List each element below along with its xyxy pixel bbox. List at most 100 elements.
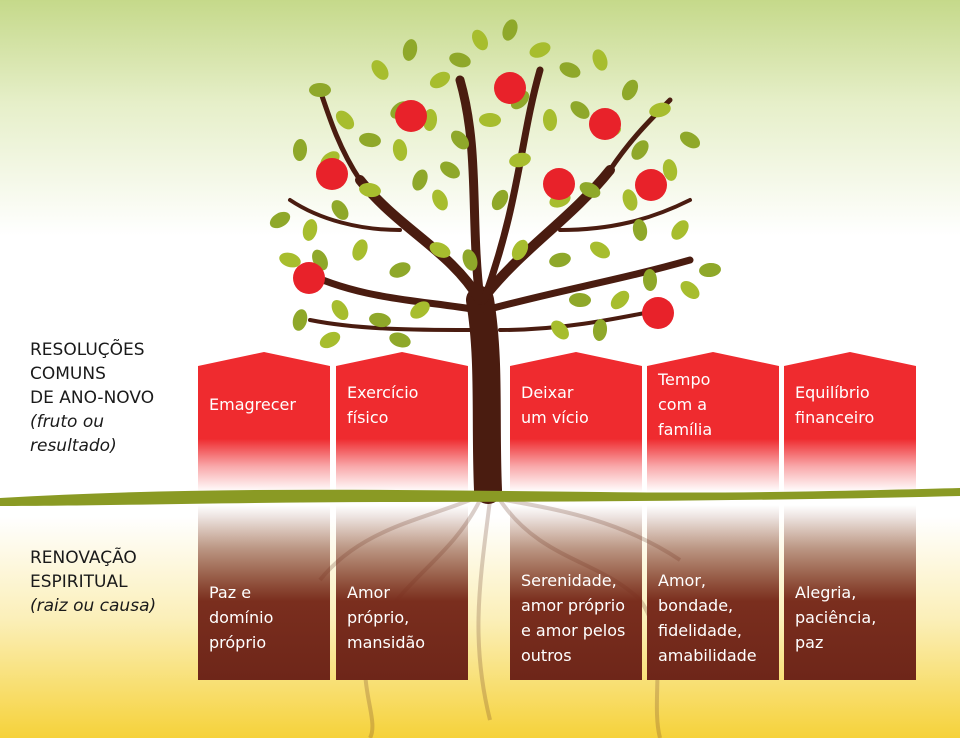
- apple-icon: [293, 262, 325, 294]
- leaf-icon: [429, 71, 451, 89]
- leaf-icon: [622, 189, 638, 211]
- fruit-section-label: RESOLUÇÕES COMUNS DE ANO-NOVO (fruto ou …: [30, 338, 154, 458]
- leaf-icon: [302, 219, 318, 241]
- leaf-icon: [279, 252, 301, 268]
- apple-icon: [589, 108, 621, 140]
- leaf-icon: [699, 262, 721, 278]
- leaf-icon: [309, 83, 331, 97]
- text-line: financeiro: [795, 407, 875, 427]
- leaf-icon: [331, 200, 349, 220]
- leaf-icon: [371, 60, 389, 80]
- leaf-icon: [462, 249, 478, 271]
- leaf-icon: [592, 319, 608, 341]
- leaf-icon: [569, 292, 591, 308]
- text-line: um vício: [521, 407, 589, 427]
- text-line: Paz e: [209, 583, 252, 602]
- text-line: Serenidade,: [521, 570, 617, 590]
- root-section-label: RENOVAÇÃO ESPIRITUAL (raiz ou causa): [30, 546, 156, 618]
- text-line: com a: [658, 395, 708, 414]
- leaf-icon: [590, 241, 610, 259]
- leaf-icon: [319, 331, 341, 349]
- spiritual-root-box: Alegria,paciência,paz: [784, 505, 916, 680]
- label-line: DE ANO-NOVO: [30, 388, 155, 408]
- leaf-icon: [352, 239, 368, 261]
- label-line: RESOLUÇÕES: [30, 340, 145, 360]
- label-line: ESPIRITUAL: [30, 572, 128, 592]
- text-line: e amor pelos: [521, 620, 626, 640]
- text-line: próprio: [209, 633, 267, 652]
- leaf-icon: [389, 262, 411, 278]
- leaf-icon: [542, 109, 558, 131]
- leaf-icon: [632, 219, 648, 241]
- spiritual-root-box: Serenidade, amor próprio e amor pelos outro…: [510, 505, 642, 680]
- text-line: paz: [795, 633, 824, 652]
- ground-line: [0, 488, 960, 506]
- apple-icon: [395, 100, 427, 132]
- spiritual-root-box: Amor próprio, mansidão: [336, 505, 468, 680]
- root-text: Amor,bondade,fidelidade,amabilidade: [658, 555, 773, 680]
- text-line: bondade,: [658, 595, 734, 615]
- leaf-icon: [440, 161, 460, 179]
- text-line: Equilíbrio: [795, 382, 870, 402]
- leaf-icon: [449, 52, 471, 68]
- text-line: Exercício: [347, 382, 419, 402]
- leaf-icon: [551, 320, 569, 340]
- leaf-icon: [410, 301, 430, 319]
- text-line: Tempo: [658, 370, 711, 389]
- leaf-icon: [292, 309, 308, 331]
- leaf-icon: [292, 139, 308, 161]
- label-subtitle: resultado): [30, 436, 117, 456]
- leaf-icon: [649, 102, 671, 118]
- apple-icon: [543, 168, 575, 200]
- leaf-icon: [662, 159, 678, 181]
- leaf-icon: [432, 189, 448, 211]
- leaf-icon: [359, 182, 381, 198]
- resolution-text: Equilíbrio financeiro: [795, 352, 910, 457]
- leaf-icon: [331, 300, 349, 320]
- leaf-icon: [359, 132, 381, 148]
- leaf-icon: [579, 182, 601, 198]
- text-line: próprio,: [347, 608, 410, 627]
- text-line: Amor: [347, 583, 390, 602]
- label-line: COMUNS: [30, 364, 106, 384]
- leaf-icon: [642, 269, 658, 291]
- leaf-icon: [529, 42, 551, 58]
- leaf-icon: [549, 252, 571, 268]
- label-subtitle: (fruto ou: [30, 412, 105, 432]
- apple-icon: [494, 72, 526, 104]
- text-line: Alegria,: [795, 583, 857, 602]
- resolution-box: Equilíbrio financeiro: [784, 352, 916, 492]
- apple-icon: [635, 169, 667, 201]
- resolution-text: Deixar um vício: [521, 352, 636, 457]
- apples: [293, 72, 674, 329]
- text-line: mansidão: [347, 633, 426, 652]
- apple-icon: [316, 158, 348, 190]
- leaf-icon: [511, 239, 529, 261]
- label-subtitle: (raiz ou causa): [30, 596, 157, 616]
- leaf-icon: [450, 130, 470, 150]
- text-line: fidelidade,: [658, 620, 743, 640]
- leaf-icon: [472, 29, 488, 51]
- leaf-icon: [509, 152, 531, 168]
- leaf-icon: [491, 189, 509, 211]
- root-text: Serenidade, amor próprio e amor pelos outro…: [521, 555, 636, 680]
- resolution-box: Emagrecer: [198, 352, 330, 492]
- leaf-icon: [479, 112, 501, 128]
- text-line: Amor,: [658, 570, 706, 590]
- text-line: amor próprio: [521, 595, 625, 615]
- leaf-icon: [502, 19, 518, 41]
- leaf-icon: [335, 110, 355, 130]
- leaf-icon: [269, 211, 291, 229]
- text-line: outros: [521, 645, 572, 665]
- leaf-icon: [389, 332, 411, 348]
- text-line: Deixar: [521, 382, 574, 402]
- resolution-text: Emagrecer: [209, 352, 324, 457]
- leaf-icon: [559, 62, 581, 78]
- leaf-icon: [610, 290, 630, 310]
- root-text: Alegria,paciência,paz: [795, 555, 910, 680]
